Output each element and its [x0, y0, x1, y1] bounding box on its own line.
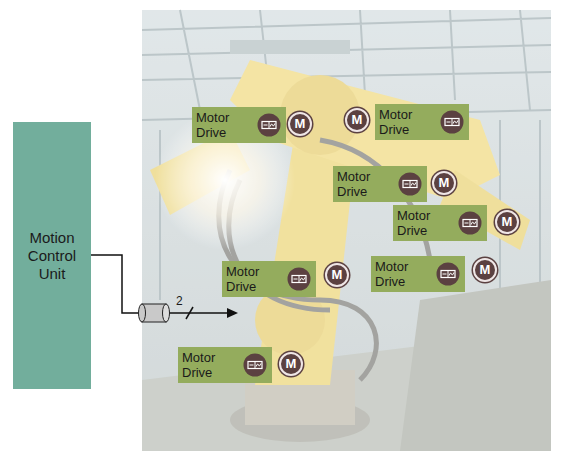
- drive-icon-divider: [452, 119, 453, 126]
- drive-icon: [436, 262, 460, 286]
- motor-circle: M: [473, 258, 497, 282]
- drive-icon-dc: [264, 125, 268, 126]
- motor-drive-box: Motor Drive: [192, 107, 286, 143]
- drive-icon-dc: [294, 279, 298, 280]
- box-label: Motion Control Unit: [20, 229, 84, 283]
- connector-end: [163, 304, 170, 322]
- drive-icon: [440, 110, 464, 134]
- drive-icon-ac: [471, 222, 476, 225]
- drive-icon: [398, 172, 422, 196]
- drive-icon-disc: [437, 263, 460, 286]
- drive-icon-frame: [262, 122, 276, 129]
- drive-icon-dc: [447, 122, 451, 123]
- box-label: Motor Drive: [397, 208, 449, 238]
- control-unit-box: Motion Control Unit: [13, 122, 91, 389]
- motor-label: M: [295, 117, 306, 131]
- drive-icon-disc: [258, 114, 281, 137]
- motor-label: M: [286, 357, 297, 371]
- motor-label: M: [502, 215, 513, 229]
- drive-icon-disc: [244, 354, 267, 377]
- connector-symbol: [139, 304, 170, 322]
- drive-icon-disc: [459, 212, 482, 235]
- motor-drive-box: Motor Drive: [371, 256, 465, 292]
- connector-end: [139, 304, 146, 322]
- drive-icon-dc: [405, 184, 409, 185]
- drive-icon-divider: [470, 220, 471, 227]
- motor-label: M: [352, 113, 363, 127]
- drive-icon-disc: [441, 111, 464, 134]
- motor-drive-box: Motor Drive: [222, 261, 316, 297]
- box-label: Motor Drive: [337, 169, 389, 199]
- drive-icon-frame: [403, 181, 417, 188]
- drive-icon-dc: [443, 274, 447, 275]
- drive-icon-dc: [250, 365, 254, 366]
- motor-circle: M: [345, 108, 369, 132]
- photo-fade: [142, 10, 551, 451]
- drive-icon-divider: [269, 122, 270, 129]
- motor-circle: M: [279, 352, 303, 376]
- drive-icon-frame: [248, 362, 262, 369]
- drive-icon: [287, 267, 311, 291]
- motor-circle: M: [495, 210, 519, 234]
- box-label: Motor Drive: [182, 350, 234, 380]
- wire: [168, 312, 228, 314]
- box-label: Motor Drive: [379, 107, 431, 137]
- motor-circle: M: [288, 112, 312, 136]
- drive-icon-ac: [256, 364, 261, 367]
- motor-drive-box: Motor Drive: [178, 347, 272, 383]
- drive-icon: [243, 353, 267, 377]
- drive-icon-frame: [463, 220, 477, 227]
- bus-width-label: 2: [176, 294, 183, 308]
- motor-label: M: [439, 176, 450, 190]
- drive-icon-disc: [288, 268, 311, 291]
- drive-icon-divider: [255, 362, 256, 369]
- drive-icon-frame: [441, 271, 455, 278]
- motor-circle: M: [325, 263, 349, 287]
- drive-icon-ac: [453, 121, 458, 124]
- motor-drive-box: Motor Drive: [375, 104, 469, 140]
- drive-icon: [257, 113, 281, 137]
- motor-label: M: [480, 263, 491, 277]
- drive-icon-ac: [270, 124, 275, 127]
- drive-icon-ac: [449, 273, 454, 276]
- bus-slash: [186, 307, 193, 319]
- wire: [91, 255, 140, 313]
- drive-icon-divider: [410, 181, 411, 188]
- drive-icon-frame: [445, 119, 459, 126]
- box-label: Motor Drive: [375, 259, 427, 289]
- drive-icon-ac: [300, 278, 305, 281]
- motor-label: M: [332, 268, 343, 282]
- motor-circle: M: [432, 171, 456, 195]
- drive-icon-frame: [292, 276, 306, 283]
- drive-icon-disc: [399, 173, 422, 196]
- arrow-head: [227, 308, 238, 318]
- box-label: Motor Drive: [196, 110, 248, 140]
- drive-icon-dc: [465, 223, 469, 224]
- drive-icon-divider: [448, 271, 449, 278]
- drive-icon-ac: [411, 183, 416, 186]
- box-label: Motor Drive: [226, 264, 278, 294]
- photo-ground: [142, 10, 551, 451]
- drive-icon-divider: [299, 276, 300, 283]
- motor-drive-box: Motor Drive: [393, 205, 487, 241]
- drive-icon: [458, 211, 482, 235]
- motor-drive-box: Motor Drive: [333, 166, 427, 202]
